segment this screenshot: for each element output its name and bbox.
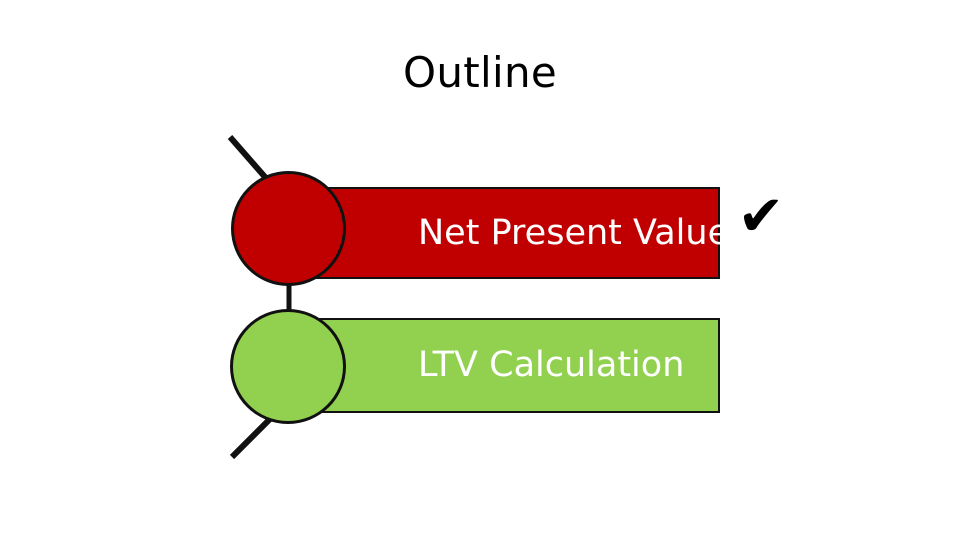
check-icon: ✔ (737, 184, 785, 249)
agenda-bar-ltv-calculation[interactable]: LTV Calculation (288, 318, 720, 413)
page-title: Outline (402, 48, 558, 97)
agenda-bar-net-present-value[interactable]: Net Present Value (288, 187, 729, 279)
agenda-bullet-net-present-value (231, 171, 346, 286)
agenda-bullet-ltv-calculation (230, 309, 346, 424)
agenda-label-ltv-calculation: LTV Calculation (418, 345, 685, 385)
agenda-label-net-present-value: Net Present Value (418, 212, 730, 253)
